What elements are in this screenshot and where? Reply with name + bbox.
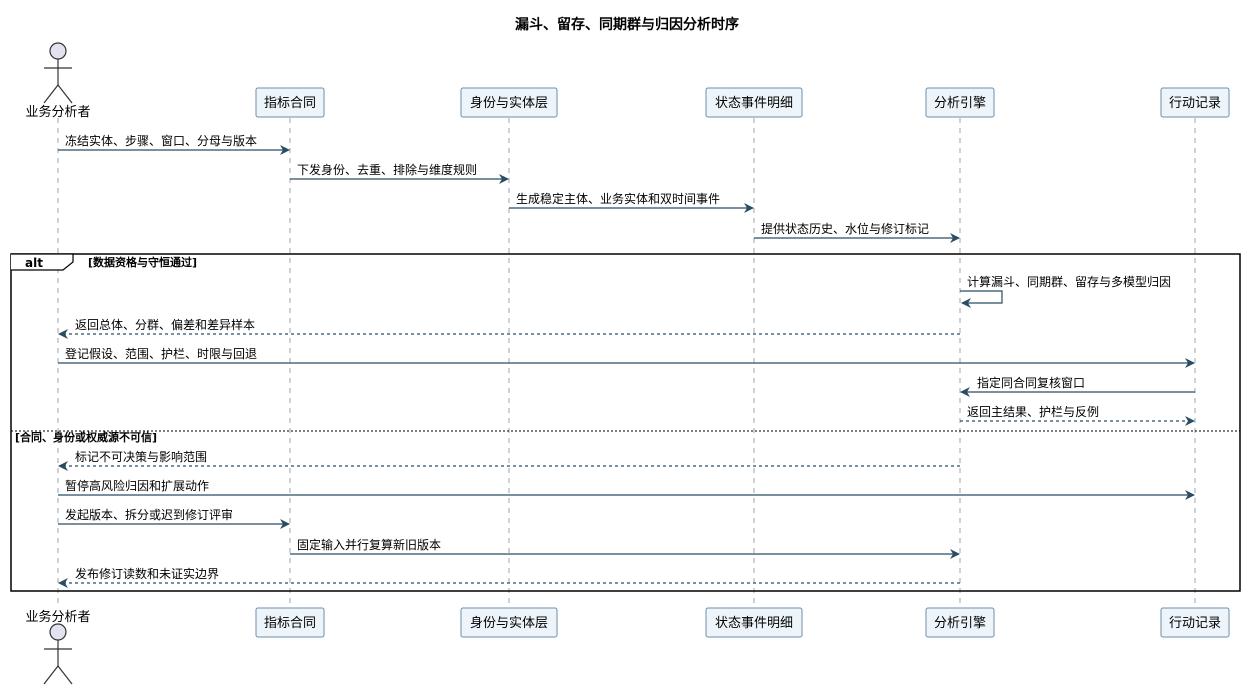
- actor-icon-top: [43, 42, 73, 104]
- participant-box-identity-top: [460, 87, 558, 118]
- participant-label-actions-bottom: 行动记录: [1169, 616, 1221, 631]
- diagram-title: 漏斗、留存、同期群与归因分析时序: [515, 16, 739, 33]
- message-label-5: 计算漏斗、同期群、留存与多模型归因: [967, 274, 1171, 289]
- participant-box-actions-bottom: [1160, 607, 1230, 638]
- actor-icon-bottom: [43, 623, 73, 685]
- message-label-2: 下发身份、去重、排除与维度规则: [297, 162, 477, 177]
- message-label-10: 标记不可决策与影响范围: [75, 449, 207, 464]
- participant-box-contract-top: [255, 87, 325, 118]
- participant-box-engine-bottom: [925, 607, 995, 638]
- message-label-13: 固定输入并行复算新旧版本: [297, 537, 441, 552]
- participant-label-analyst-top: 业务分析者: [25, 104, 90, 120]
- alt-keyword: alt: [25, 256, 43, 270]
- participant-box-contract-bottom: [255, 607, 325, 638]
- participant-label-analyst-bottom: 业务分析者: [25, 609, 90, 625]
- messages: 冻结实体、步骤、窗口、分母与版本下发身份、去重、排除与维度规则生成稳定主体、业务…: [58, 133, 1195, 588]
- alt-guard-1: [数据资格与守恒通过]: [88, 255, 197, 269]
- participant-label-identity-top: 身份与实体层: [470, 95, 548, 111]
- participant-label-contract-bottom: 指标合同: [264, 616, 316, 631]
- participant-box-events-top: [705, 87, 803, 118]
- participant-label-engine-top: 分析引擎: [934, 96, 986, 111]
- message-label-11: 暂停高风险归因和扩展动作: [65, 478, 209, 493]
- message-label-14: 发布修订读数和未证实边界: [75, 566, 219, 581]
- participant-box-actions-top: [1160, 87, 1230, 118]
- message-label-1: 冻结实体、步骤、窗口、分母与版本: [65, 133, 257, 148]
- alt-tab: [11, 253, 74, 271]
- participant-box-identity-bottom: [460, 607, 558, 638]
- participant-label-events-top: 状态事件明细: [715, 96, 793, 111]
- participant-box-events-bottom: [705, 607, 803, 638]
- message-label-12: 发起版本、拆分或迟到修订评审: [65, 507, 233, 522]
- participant-label-identity-bottom: 身份与实体层: [470, 615, 548, 631]
- participant-label-engine-bottom: 分析引擎: [934, 616, 986, 631]
- participant-label-events-bottom: 状态事件明细: [715, 616, 793, 631]
- message-label-7: 登记假设、范围、护栏、时限与回退: [65, 346, 257, 361]
- message-label-8: 指定同合同复核窗口: [977, 375, 1085, 390]
- participant-label-actions-top: 行动记录: [1169, 96, 1221, 111]
- message-label-4: 提供状态历史、水位与修订标记: [761, 221, 929, 236]
- participant-box-engine-top: [925, 87, 995, 118]
- alt-fragment: alt [数据资格与守恒通过] [合同、身份或权威源不可信]: [10, 253, 1241, 592]
- message-label-9: 返回主结果、护栏与反例: [967, 404, 1099, 419]
- message-label-6: 返回总体、分群、偏差和差异样本: [75, 317, 255, 332]
- message-label-3: 生成稳定主体、业务实体和双时间事件: [516, 191, 720, 206]
- participant-label-contract-top: 指标合同: [264, 96, 316, 111]
- alt-guard-2: [合同、身份或权威源不可信]: [15, 430, 157, 444]
- alt-frame: [10, 253, 1241, 592]
- message-arrow-5: [960, 290, 1003, 308]
- participants: 业务分析者业务分析者指标合同指标合同身份与实体层身份与实体层状态事件明细状态事件…: [25, 42, 1230, 685]
